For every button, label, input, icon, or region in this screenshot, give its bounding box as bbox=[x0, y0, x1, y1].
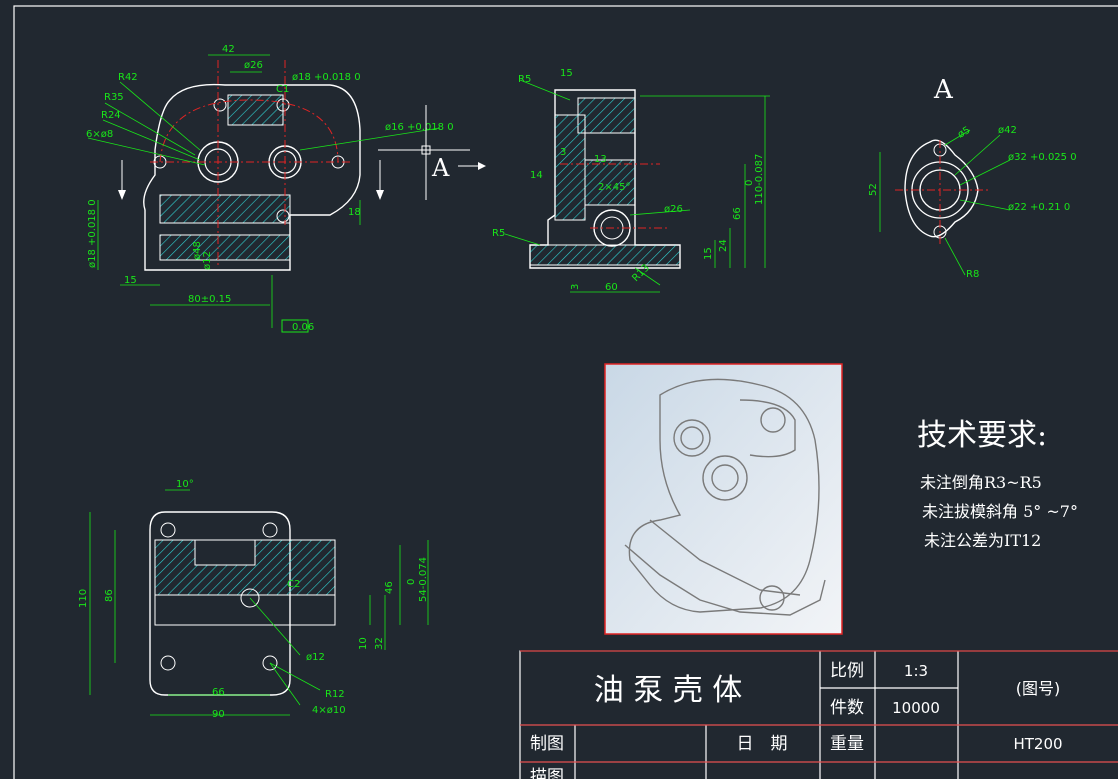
dim-86: 86 bbox=[104, 589, 115, 602]
dim-d5: ø5 bbox=[956, 125, 972, 141]
dim-r8: R8 bbox=[966, 269, 979, 280]
checked-label: 描图 bbox=[530, 767, 564, 779]
dim-d22: ø22 +0.21 0 bbox=[1008, 202, 1070, 213]
dim-c1: C1 bbox=[276, 84, 289, 95]
drawing-border bbox=[13, 5, 1118, 779]
dim-110: 110-0.087 bbox=[754, 154, 765, 205]
dim-d26: ø26 bbox=[664, 204, 683, 215]
dim-66: 66 bbox=[212, 687, 225, 698]
tech-requirements: 技术要求: 未注倒角R3~R5 未注拔模斜角 5° ~7° 未注公差为IT12 bbox=[917, 418, 1078, 550]
dim-3: 3 bbox=[560, 147, 566, 158]
qty-label: 件数 bbox=[830, 698, 864, 718]
dim-80: 80±0.15 bbox=[188, 294, 231, 305]
dim-d26: ø26 bbox=[244, 60, 263, 71]
drawn-label: 制图 bbox=[530, 734, 564, 754]
weight-label: 重量 bbox=[830, 734, 864, 754]
view-a-title: A bbox=[933, 75, 954, 105]
dim-r24: R24 bbox=[101, 110, 121, 121]
side-section-view: R5 15 3 13 14 2×45° ø26 R5 66 110-0.087 … bbox=[492, 68, 770, 293]
dim-r13: R13 bbox=[630, 262, 652, 284]
dim-60: 60 bbox=[605, 282, 618, 293]
isometric-preview bbox=[604, 363, 843, 635]
tech-req-line-1: 未注倒角R3~R5 bbox=[920, 473, 1042, 492]
tech-req-title: 技术要求: bbox=[917, 418, 1047, 453]
dim-10deg: 10° bbox=[176, 479, 194, 490]
dim-3b: 3 bbox=[570, 284, 581, 290]
view-a: A ø5 ø42 ø32 +0.025 0 52 ø22 +0.21 0 R8 bbox=[868, 75, 1077, 280]
dim-d16: ø16 +0.018 0 bbox=[385, 122, 454, 133]
front-view: 42 ø26 ø18 +0.018 0 C1 R42 R35 R24 6×ø8 … bbox=[86, 44, 486, 333]
dim-14: 14 bbox=[530, 170, 543, 181]
dim-r5a: R5 bbox=[518, 74, 531, 85]
dim-110: 110 bbox=[78, 589, 89, 608]
dim-4xd10: 4×ø10 bbox=[312, 705, 346, 716]
dim-d42: ø42 bbox=[998, 125, 1017, 136]
drawing-number: (图号) bbox=[1016, 679, 1061, 698]
scale-label: 比例 bbox=[830, 661, 864, 681]
dim-54b: 0 bbox=[406, 579, 417, 585]
scale-value: 1:3 bbox=[904, 662, 928, 680]
dim-110b: 0 bbox=[744, 180, 755, 186]
dim-15: 15 bbox=[124, 275, 137, 286]
tech-req-line-2: 未注拔模斜角 5° ~7° bbox=[922, 502, 1078, 521]
dim-d12: ø12 bbox=[306, 652, 325, 663]
bottom-view: 10° 110 86 66 90 C2 ø12 R12 4×ø10 46 54-… bbox=[78, 479, 429, 720]
section-label-a: A bbox=[431, 154, 450, 182]
dim-c2: C2 bbox=[287, 579, 300, 590]
dim-42: 42 bbox=[222, 44, 235, 55]
dim-r35: R35 bbox=[104, 92, 124, 103]
dim-d18: ø18 +0.018 0 bbox=[292, 72, 361, 83]
dim-66: 66 bbox=[732, 207, 743, 220]
dim-52: 52 bbox=[868, 183, 879, 196]
dim-15: 15 bbox=[560, 68, 573, 79]
dim-24: 24 bbox=[718, 239, 729, 252]
date-label: 日 期 bbox=[737, 734, 788, 754]
dim-13: 13 bbox=[594, 154, 607, 165]
qty-value: 10000 bbox=[892, 699, 940, 717]
dim-32: 32 bbox=[374, 637, 385, 650]
dim-46: 46 bbox=[384, 581, 395, 594]
dim-18: 18 bbox=[348, 207, 361, 218]
dim-54: 54-0.074 bbox=[418, 557, 429, 602]
dim-r5b: R5 bbox=[492, 228, 505, 239]
dim-90: 90 bbox=[212, 709, 225, 720]
dim-r12: R12 bbox=[325, 689, 345, 700]
dim-15b: 15 bbox=[703, 247, 714, 260]
dim-d32: ø32 +0.025 0 bbox=[1008, 152, 1077, 163]
tech-req-line-3: 未注公差为IT12 bbox=[924, 531, 1041, 550]
part-name: 油 泵 壳 体 bbox=[594, 673, 743, 708]
dim-d12: ø12 bbox=[202, 251, 213, 270]
dim-r42: R42 bbox=[118, 72, 138, 83]
dim-10: 10 bbox=[358, 637, 369, 650]
material: HT200 bbox=[1013, 735, 1062, 753]
flatness-box: 0.06 bbox=[292, 322, 314, 333]
dim-6xd8: 6×ø8 bbox=[86, 129, 113, 140]
dim-chamfer: 2×45° bbox=[598, 182, 630, 193]
title-block: 油 泵 壳 体 比例 1:3 件数 10000 (图号) 制图 日 期 重量 H… bbox=[519, 650, 1118, 779]
dim-d18b: ø18 +0.018 0 bbox=[87, 199, 98, 268]
dim-d48: ø48 bbox=[192, 241, 203, 260]
